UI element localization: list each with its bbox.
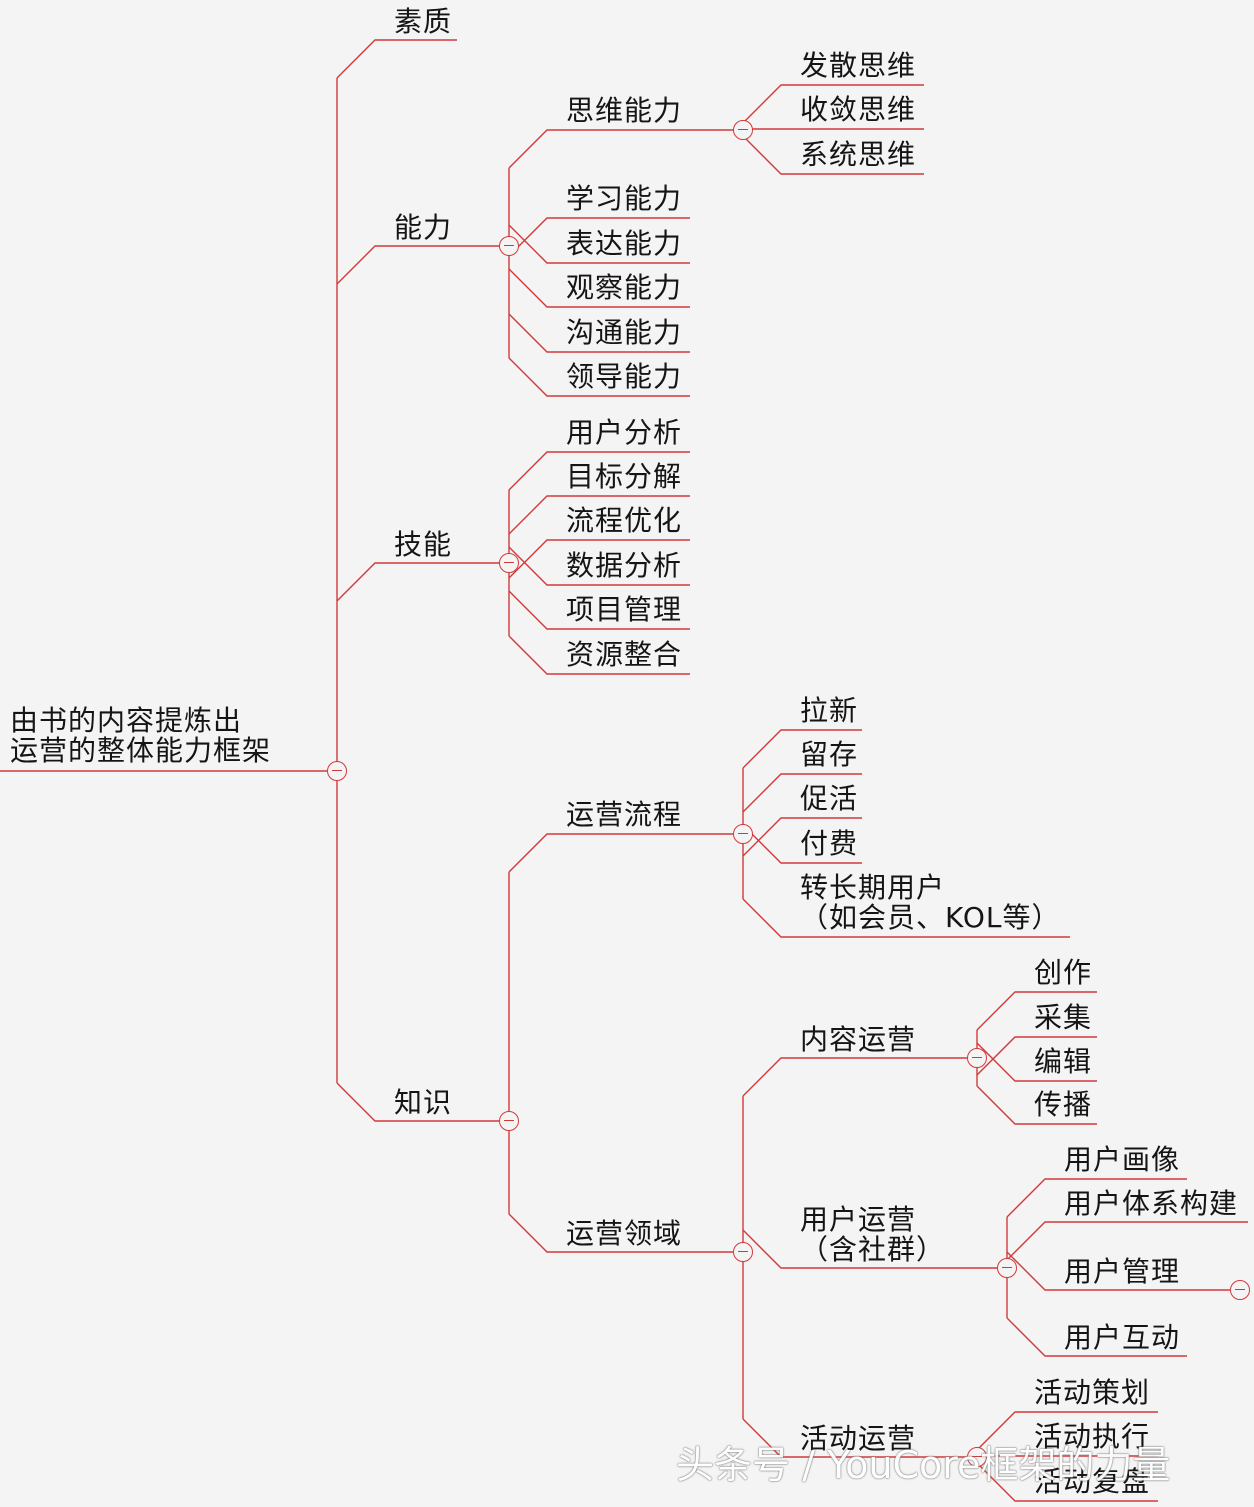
lingyu-fan-branch — [742, 1057, 967, 1097]
node-chuanbo[interactable]: 传播 — [1034, 1088, 1093, 1121]
node-shoulian[interactable]: 收敛思维 — [800, 93, 917, 126]
jineng-fan-branch — [508, 590, 690, 630]
node-tixi[interactable]: 用户体系构建 — [1064, 1187, 1239, 1220]
node-caiji[interactable]: 采集 — [1034, 1001, 1093, 1034]
node-laxin[interactable]: 拉新 — [800, 694, 859, 727]
yonghu-fan-branch — [1006, 1221, 1248, 1261]
collapse-nengli-icon[interactable] — [499, 236, 519, 256]
node-neirong[interactable]: 内容运营 — [800, 1023, 917, 1056]
nengli-fan-branch — [508, 313, 690, 353]
yonghu-fan-branch — [1006, 1251, 1230, 1291]
node-lingdao[interactable]: 领导能力 — [566, 360, 683, 393]
liucheng-fan-branch — [742, 824, 862, 864]
lingyu-fan-branch — [742, 1418, 967, 1458]
collapse-lingyu-icon[interactable] — [733, 1242, 753, 1262]
liucheng-fan-branch — [742, 773, 862, 813]
yonghu-fan-branch — [1006, 1178, 1187, 1218]
nengli-fan-branch — [508, 217, 690, 257]
node-yunying-liucheng[interactable]: 运营流程 — [566, 798, 683, 831]
node-hudong[interactable]: 用户互动 — [1064, 1321, 1181, 1354]
jineng-fan-branch — [508, 546, 690, 586]
collapse-liucheng-icon[interactable] — [733, 824, 753, 844]
nengli-fan-branch — [508, 268, 690, 308]
node-liucheng-youhua[interactable]: 流程优化 — [566, 504, 683, 537]
collapse-huodong-icon[interactable] — [967, 1447, 987, 1467]
collapse-guanli-icon[interactable] — [1230, 1280, 1250, 1300]
node-zhuan-changqi[interactable]: 转长期用户 （如会员、KOL等） — [800, 871, 1061, 934]
node-jineng[interactable]: 技能 — [394, 528, 453, 561]
neirong-fan-branch — [976, 1036, 1097, 1076]
huodong-fan-branch — [976, 1462, 1158, 1502]
node-huaxiang[interactable]: 用户画像 — [1064, 1143, 1181, 1176]
liucheng-fan-branch — [742, 817, 862, 857]
node-xuexi[interactable]: 学习能力 — [566, 182, 683, 215]
node-cehua[interactable]: 活动策划 — [1034, 1376, 1151, 1409]
node-biaoda[interactable]: 表达能力 — [566, 227, 683, 260]
collapse-neirong-icon[interactable] — [967, 1048, 987, 1068]
node-fasan[interactable]: 发散思维 — [800, 49, 917, 82]
node-mubiao[interactable]: 目标分解 — [566, 460, 683, 493]
watermark-text: 头条号 / YouCore框架的力量 — [676, 1443, 1171, 1487]
collapse-root-icon[interactable] — [327, 761, 347, 781]
node-xiangmu[interactable]: 项目管理 — [566, 593, 683, 626]
jineng-fan-branch — [508, 495, 690, 535]
node-guancha[interactable]: 观察能力 — [566, 271, 683, 304]
node-yunying-lingyu[interactable]: 运营领域 — [566, 1217, 683, 1250]
node-shuju[interactable]: 数据分析 — [566, 549, 683, 582]
root-fan-branch — [336, 245, 500, 285]
liucheng-fan-branch — [742, 729, 862, 769]
node-cuhuo[interactable]: 促活 — [800, 782, 859, 815]
root-node-label: 由书的内容提炼出 运营的整体能力框架 — [10, 704, 272, 767]
huodong-fan-branch — [976, 1411, 1158, 1451]
siwei-fan-branch — [742, 135, 924, 175]
lingyu-fan-branch — [742, 1229, 997, 1269]
neirong-fan-branch — [976, 1042, 1097, 1082]
collapse-siwei-icon[interactable] — [733, 120, 753, 140]
node-guanli[interactable]: 用户管理 — [1064, 1255, 1181, 1288]
node-huodong[interactable]: 活动运营 — [800, 1422, 917, 1455]
root-fan-branch — [336, 39, 457, 79]
jineng-fan-branch — [508, 539, 690, 579]
neirong-fan-branch — [976, 991, 1097, 1031]
node-fufei[interactable]: 付费 — [800, 827, 859, 860]
collapse-zhishi-icon[interactable] — [499, 1111, 519, 1131]
node-chuangzuo[interactable]: 创作 — [1034, 956, 1093, 989]
liucheng-fan-branch — [742, 898, 1070, 938]
collapse-yonghu-icon[interactable] — [997, 1258, 1017, 1278]
node-nengli[interactable]: 能力 — [394, 211, 453, 244]
jineng-fan-branch — [508, 451, 690, 491]
node-yonghufenxi[interactable]: 用户分析 — [566, 416, 683, 449]
node-zhixing[interactable]: 活动执行 — [1034, 1420, 1151, 1453]
root-fan-branch — [336, 562, 500, 602]
zhishi-fan-branch — [508, 833, 733, 873]
node-liucun[interactable]: 留存 — [800, 738, 859, 771]
node-goutong[interactable]: 沟通能力 — [566, 316, 683, 349]
siwei-fan-branch — [742, 84, 924, 124]
jineng-fan-branch — [508, 635, 690, 675]
node-xitong[interactable]: 系统思维 — [800, 138, 917, 171]
nengli-fan-branch — [508, 357, 690, 397]
node-bianji[interactable]: 编辑 — [1034, 1045, 1093, 1078]
node-fupan[interactable]: 活动复盘 — [1034, 1465, 1151, 1498]
node-siwei[interactable]: 思维能力 — [566, 94, 683, 127]
root-fan-branch — [336, 1082, 500, 1122]
node-suzhi[interactable]: 素质 — [394, 5, 453, 38]
collapse-jineng-icon[interactable] — [499, 553, 519, 573]
neirong-fan-branch — [976, 1085, 1097, 1125]
yonghu-fan-branch — [1006, 1317, 1187, 1357]
nengli-fan-branch — [508, 129, 733, 169]
zhishi-fan-branch — [508, 1213, 733, 1253]
node-zhishi[interactable]: 知识 — [394, 1086, 453, 1119]
node-yonghu-yunying[interactable]: 用户运营 （含社群） — [800, 1203, 946, 1266]
nengli-fan-branch — [508, 224, 690, 264]
node-ziyuan[interactable]: 资源整合 — [566, 638, 683, 671]
